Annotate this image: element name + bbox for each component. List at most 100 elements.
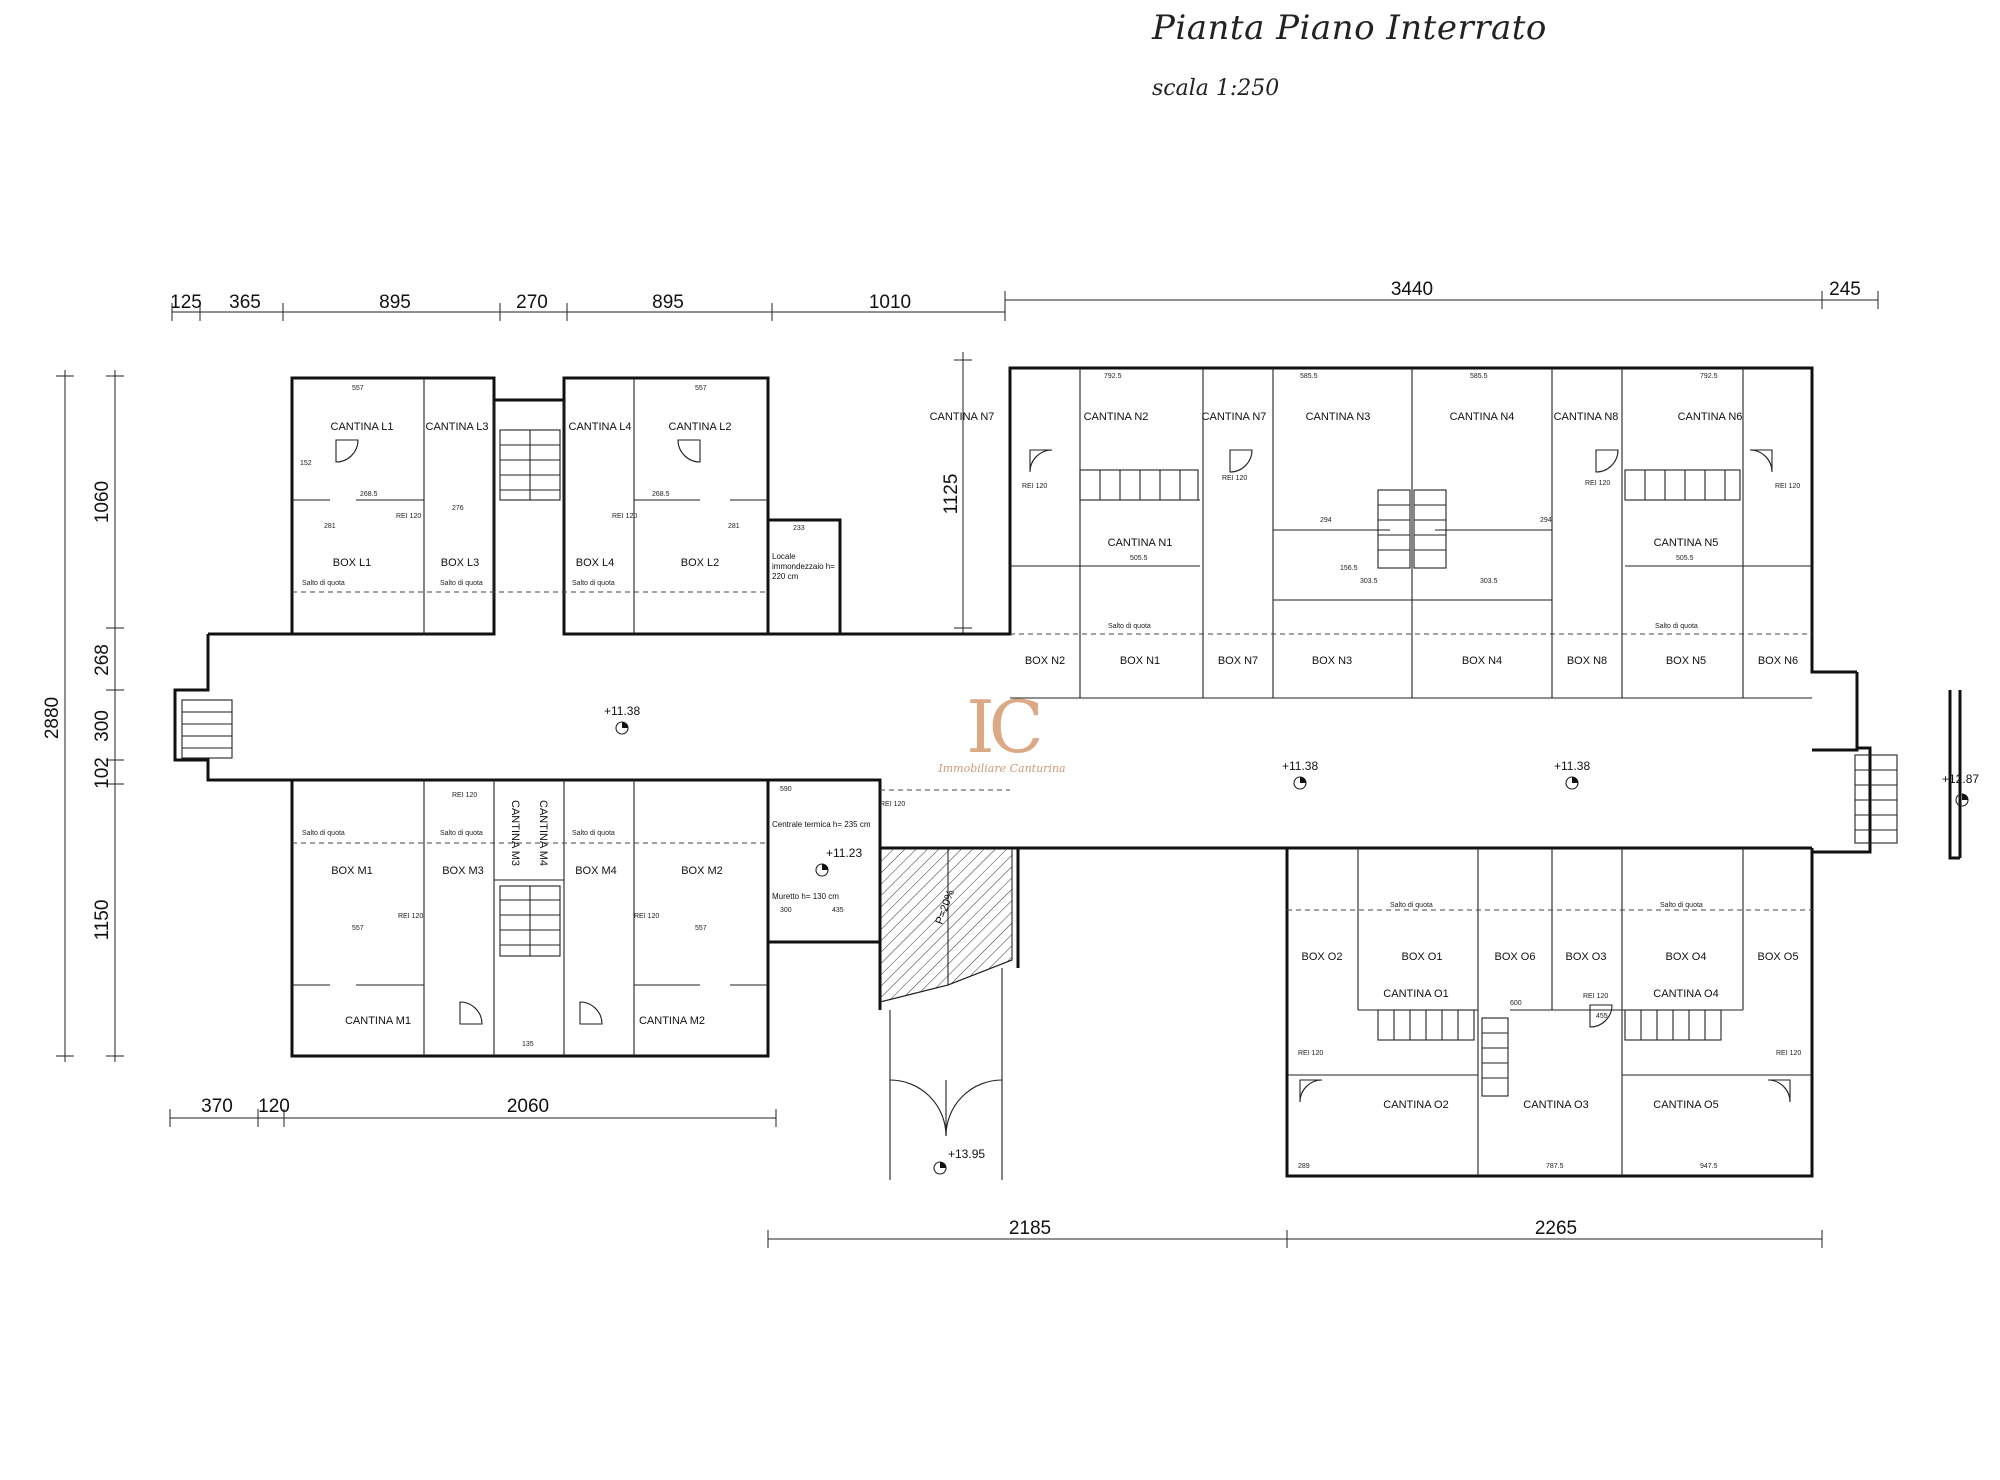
dim-bottom-left-3: 2060 — [507, 1096, 549, 1117]
room-label: CANTINA N5 — [1654, 537, 1719, 549]
dim-left-4: 102 — [92, 757, 113, 789]
room-label: BOX L2 — [681, 557, 720, 569]
room-label: CANTINA O5 — [1653, 1099, 1718, 1111]
dim-top-1: 125 — [170, 292, 202, 313]
room-label: CANTINA N7 — [930, 411, 995, 423]
elevation-label: +12.87 — [1942, 772, 1979, 786]
note-rei: REI 120 — [1583, 993, 1608, 1000]
watermark-logo-mark: IC — [966, 685, 1044, 769]
stair-n4 — [1413, 489, 1447, 569]
small-dim: 300 — [780, 907, 792, 914]
room-label: CANTINA N3 — [1306, 411, 1371, 423]
small-dim: 152 — [300, 460, 312, 467]
small-dim: 135 — [522, 1041, 534, 1048]
note-rei: REI 120 — [634, 913, 659, 920]
door-swings — [335, 439, 1791, 1103]
small-dim: 294 — [1540, 517, 1552, 524]
stairs — [181, 429, 1898, 1097]
stair-west — [181, 699, 233, 759]
plan-title: Pianta Piano Interrato — [1152, 8, 1547, 48]
small-dim: 281 — [324, 523, 336, 530]
room-label: CANTINA M3 — [509, 800, 521, 866]
stair-m-center — [499, 885, 561, 957]
elevation-label: +11.38 — [1554, 759, 1590, 773]
note-salto: Salto di quota — [440, 580, 483, 587]
dim-top-3: 895 — [379, 292, 411, 313]
small-dim: 455 — [1596, 1013, 1608, 1020]
outer-walls — [173, 366, 1962, 1178]
room-label: BOX M3 — [442, 865, 484, 877]
room-label: BOX O1 — [1402, 951, 1443, 963]
stair-east — [1854, 754, 1898, 844]
small-dim: 585.5 — [1300, 373, 1318, 380]
small-dim: 792.5 — [1700, 373, 1718, 380]
dim-top-6: 1010 — [869, 292, 911, 313]
small-dim: 233 — [793, 525, 805, 532]
internal-partitions — [292, 368, 1812, 1176]
plan-scale: scala 1:250 — [1152, 76, 1280, 101]
dim-bottom-right-1: 2185 — [1009, 1218, 1051, 1239]
watermark-company-name: Immobiliare Canturina — [938, 762, 1066, 775]
dimension-lines: 125 365 895 270 895 1010 3440 245 2880 1… — [42, 279, 1879, 1248]
room-label: Centrale termica h= 235 cm — [772, 820, 871, 829]
room-label: Locale immondezzaio h= 220 cm — [772, 552, 835, 581]
dim-left-3: 300 — [92, 710, 113, 742]
small-dim: 435 — [832, 907, 844, 914]
note-salto: Salto di quota — [1390, 902, 1433, 909]
room-label: BOX M1 — [331, 865, 373, 877]
stair-o-west — [1377, 1009, 1475, 1041]
stair-n-east — [1624, 469, 1741, 501]
room-label: CANTINA O1 — [1383, 988, 1448, 1000]
room-label: CANTINA M2 — [639, 1015, 705, 1027]
small-dim: 557 — [352, 385, 364, 392]
stair-n-west — [1079, 469, 1199, 501]
small-dim: 156.5 — [1340, 565, 1358, 572]
room-label: BOX L3 — [441, 557, 480, 569]
room-label: BOX O4 — [1666, 951, 1707, 963]
room-label: BOX N8 — [1567, 655, 1607, 667]
elevation-marker: +11.23 — [815, 846, 862, 877]
note-rei: REI 120 — [1776, 1050, 1801, 1057]
dim-left-5: 1150 — [92, 900, 113, 941]
note-rei: REI 120 — [396, 513, 421, 520]
elevation-marker: +12.87 — [1942, 772, 1979, 807]
elevation-marker: +13.95 — [933, 1147, 985, 1175]
note-salto: Salto di quota — [440, 830, 483, 837]
room-label: CANTINA N8 — [1554, 411, 1619, 423]
dim-left-outer: 2880 — [42, 697, 63, 739]
ramp: P=20% — [879, 847, 1013, 1180]
dim-bottom-left-1: 370 — [201, 1096, 233, 1117]
stair-o-center — [1481, 1017, 1509, 1097]
dim-left-2: 268 — [92, 644, 113, 676]
note-rei: REI 120 — [1775, 483, 1800, 490]
note-salto: Salto di quota — [572, 830, 615, 837]
small-dim: 505.5 — [1676, 555, 1694, 562]
room-label: BOX L4 — [576, 557, 615, 569]
room-label: CANTINA O3 — [1523, 1099, 1588, 1111]
elevation-markers: +11.38 +11.38 +11.38 +12.87 +11.23 +13.9… — [604, 704, 1979, 1175]
dim-top-5: 895 — [652, 292, 684, 313]
room-label: CANTINA O2 — [1383, 1099, 1448, 1111]
small-dim: 294 — [1320, 517, 1332, 524]
note-rei: REI 120 — [1022, 483, 1047, 490]
elevation-label: +11.23 — [826, 846, 862, 860]
annotations: Salto di quota Salto di quota Salto di q… — [302, 475, 1801, 1057]
elevation-label: +11.38 — [1282, 759, 1318, 773]
room-label: CANTINA N2 — [1084, 411, 1149, 423]
dim-mid-vertical: 1125 — [941, 474, 962, 515]
elevation-label: +11.38 — [604, 704, 640, 718]
room-label: CANTINA N1 — [1108, 537, 1173, 549]
small-dim: 947.5 — [1700, 1163, 1718, 1170]
room-label: CANTINA N4 — [1450, 411, 1515, 423]
dim-top-2: 365 — [229, 292, 261, 313]
elevation-marker: +11.38 — [1282, 759, 1318, 790]
room-label: BOX O3 — [1566, 951, 1607, 963]
small-dim: 557 — [695, 925, 707, 932]
room-labels: CANTINA L1 CANTINA L3 CANTINA L4 CANTINA… — [331, 411, 1799, 1111]
room-label: CANTINA L4 — [569, 421, 632, 433]
room-label: CANTINA L2 — [669, 421, 732, 433]
small-dim: 303.5 — [1480, 578, 1498, 585]
room-label: BOX O6 — [1495, 951, 1536, 963]
room-label: CANTINA O4 — [1653, 988, 1718, 1000]
